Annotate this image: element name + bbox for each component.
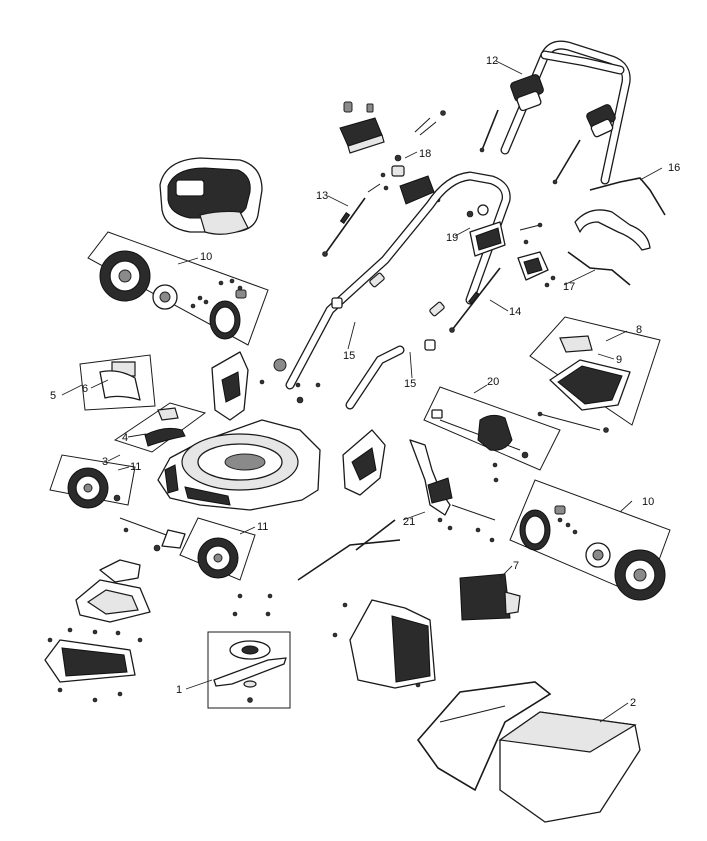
callout-13: 13 bbox=[316, 190, 328, 202]
callout-17: 17 bbox=[563, 281, 575, 293]
callout-19: 19 bbox=[446, 232, 458, 244]
rear-flap-kit bbox=[79, 354, 156, 411]
callout-11-lower: 11 bbox=[257, 521, 268, 533]
callout-15-right: 15 bbox=[404, 378, 416, 390]
callout-labels: 12 18 13 10 16 19 14 17 15 15 8 9 5 6 20… bbox=[50, 55, 680, 709]
height-adjust-linkage-21 bbox=[297, 439, 496, 581]
callout-15-left: 15 bbox=[343, 350, 355, 362]
left-wheel-kit bbox=[87, 231, 269, 346]
right-wheel-kit bbox=[509, 479, 671, 601]
switch-housing-19 bbox=[466, 204, 556, 288]
grass-bag-2 bbox=[416, 681, 641, 823]
callout-12: 12 bbox=[486, 55, 498, 67]
callout-7: 7 bbox=[513, 560, 519, 572]
switch-box-cluster bbox=[339, 101, 446, 205]
callout-3: 3 bbox=[102, 456, 108, 468]
callout-5: 5 bbox=[50, 390, 56, 402]
callout-14: 14 bbox=[509, 306, 521, 318]
blade-kit-1 bbox=[207, 593, 291, 709]
callout-16: 16 bbox=[668, 162, 680, 174]
callout-8: 8 bbox=[636, 324, 642, 336]
callout-9: 9 bbox=[616, 354, 622, 366]
discharge-chute bbox=[332, 599, 436, 689]
callout-11-upper: 11 bbox=[130, 461, 141, 473]
front-wheel-kit-upper bbox=[49, 454, 136, 509]
mower-deck bbox=[157, 419, 321, 511]
front-wheel-kit-lower bbox=[179, 517, 256, 581]
callout-10-left: 10 bbox=[200, 251, 212, 263]
callout-18: 18 bbox=[419, 148, 431, 160]
callout-10-right: 10 bbox=[642, 496, 654, 508]
front-axle bbox=[119, 517, 186, 552]
grass-bag-cover-kit bbox=[529, 316, 661, 433]
callout-1: 1 bbox=[176, 684, 182, 696]
callout-21: 21 bbox=[403, 516, 415, 528]
control-cable-14 bbox=[449, 267, 501, 333]
drive-assembly-20 bbox=[423, 386, 561, 483]
cover-plate-kit bbox=[113, 402, 207, 453]
callout-leaders bbox=[61, 60, 663, 723]
control-cable-13 bbox=[322, 183, 381, 257]
middle-handle-assembly bbox=[285, 171, 511, 410]
battery-pack bbox=[159, 157, 263, 235]
callout-20: 20 bbox=[487, 376, 499, 388]
callout-2: 2 bbox=[630, 697, 636, 709]
callout-4: 4 bbox=[122, 432, 128, 444]
callout-6: 6 bbox=[82, 383, 88, 395]
upper-handle-assembly bbox=[479, 40, 631, 185]
lower-left-deck-parts bbox=[44, 559, 151, 703]
rear-height-bracket bbox=[211, 351, 321, 421]
rods-and-grip bbox=[567, 177, 666, 286]
right-height-bracket bbox=[342, 429, 386, 496]
mulch-plug-7 bbox=[459, 573, 521, 621]
